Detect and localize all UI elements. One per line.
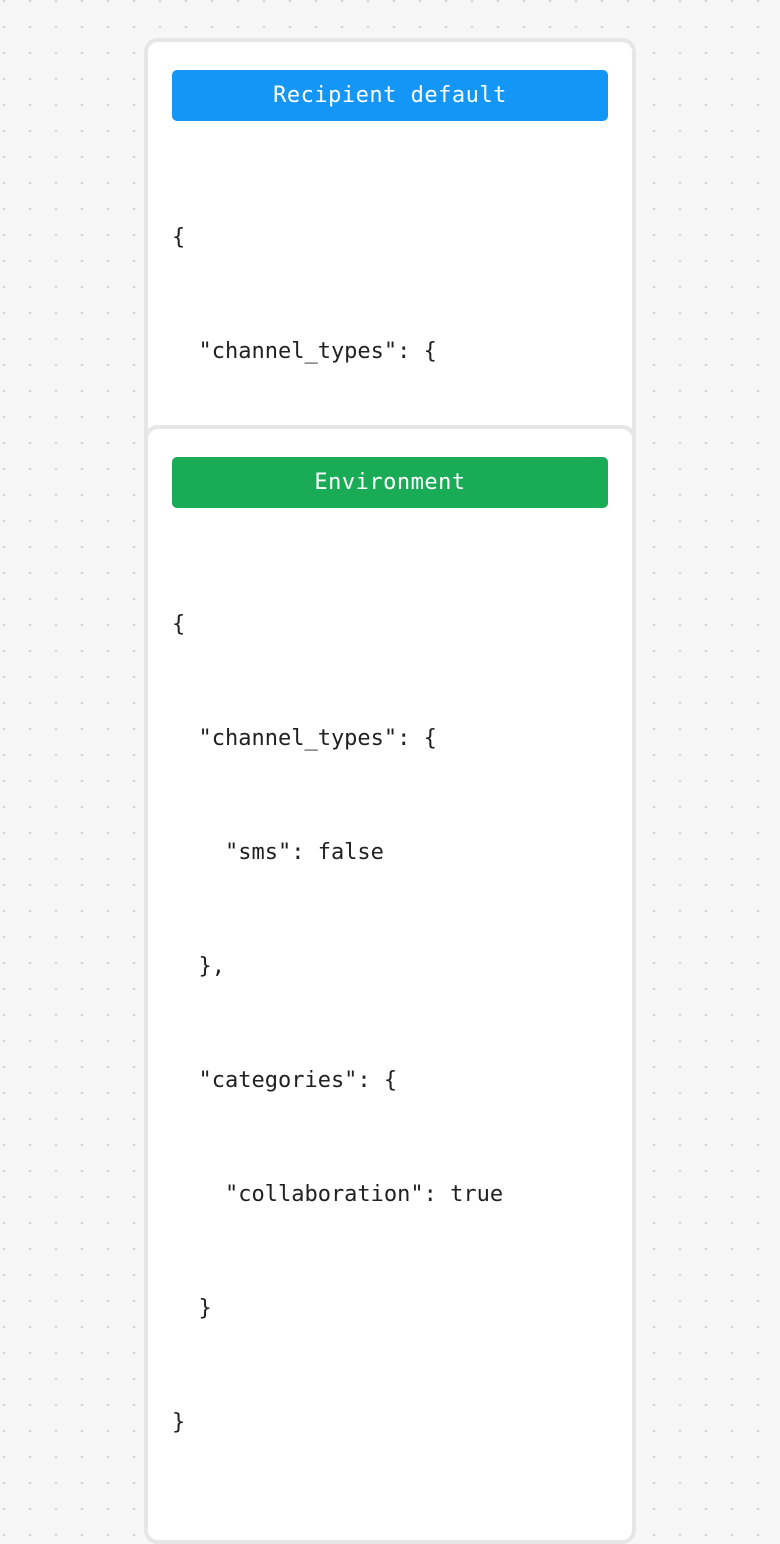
preference-cards-board: Recipient default { "channel_types": { "…	[144, 38, 636, 1544]
code-line: },	[172, 954, 225, 979]
code-line: }	[172, 1296, 212, 1321]
card-environment: Environment { "channel_types": { "sms": …	[144, 425, 636, 1544]
card-title-banner-recipient-default: Recipient default	[172, 70, 608, 121]
code-line: {	[172, 225, 186, 250]
card-title-text: Recipient default	[273, 82, 507, 108]
code-line: "categories": {	[172, 1068, 398, 1093]
code-line: "sms": false	[172, 840, 384, 865]
card-title-banner-environment: Environment	[172, 457, 608, 508]
code-line: "collaboration": true	[172, 1182, 504, 1207]
code-block-environment: { "channel_types": { "sms": false }, "ca…	[148, 530, 632, 1518]
code-line: {	[172, 612, 186, 637]
code-line: "channel_types": {	[172, 339, 437, 364]
code-line: }	[172, 1410, 186, 1435]
card-title-text: Environment	[314, 469, 466, 495]
code-line: "channel_types": {	[172, 726, 437, 751]
